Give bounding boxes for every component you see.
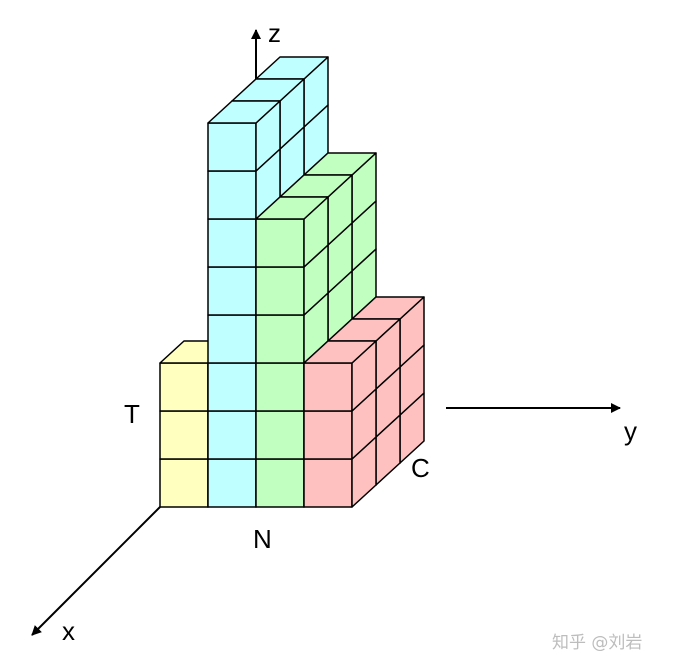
cyan-block-cube-front <box>207 122 257 172</box>
y-axis-label: y <box>624 416 637 446</box>
watermark: 知乎 @刘岩 <box>552 633 642 653</box>
x-axis-arrow <box>31 506 161 636</box>
cyan-block-cube-top <box>207 100 281 124</box>
cyan-block-cube-front <box>207 314 257 364</box>
c-dimension-label: C <box>411 453 430 483</box>
red-block-cube-front <box>303 410 353 460</box>
red-block-cube-top <box>303 340 377 364</box>
cyan-block-cube-front <box>207 218 257 268</box>
green-block-cube-front <box>255 362 305 412</box>
green-block-cube-front <box>255 314 305 364</box>
cyan-block-cube-front <box>207 266 257 316</box>
yellow-block-cube-front <box>159 362 209 412</box>
cyan-block-cube-front <box>207 410 257 460</box>
n-dimension-label: N <box>253 524 272 554</box>
cyan-block-cube-front <box>207 362 257 412</box>
x-axis-label: x <box>62 616 75 646</box>
green-block-cube-front <box>255 410 305 460</box>
cyan-block-cube-front <box>207 458 257 508</box>
cube-blocks <box>159 56 425 508</box>
green-block-cube-front <box>255 266 305 316</box>
green-block-cube-front <box>255 458 305 508</box>
cyan-block-cube-front <box>207 170 257 220</box>
red-block-cube-front <box>303 362 353 412</box>
yellow-block-cube-front <box>159 458 209 508</box>
t-dimension-label: T <box>124 399 140 429</box>
red-block-cube-front <box>303 458 353 508</box>
z-axis-label: z <box>268 18 281 48</box>
green-block-cube-top <box>255 196 329 220</box>
green-block-cube-front <box>255 218 305 268</box>
yellow-block-cube-front <box>159 410 209 460</box>
